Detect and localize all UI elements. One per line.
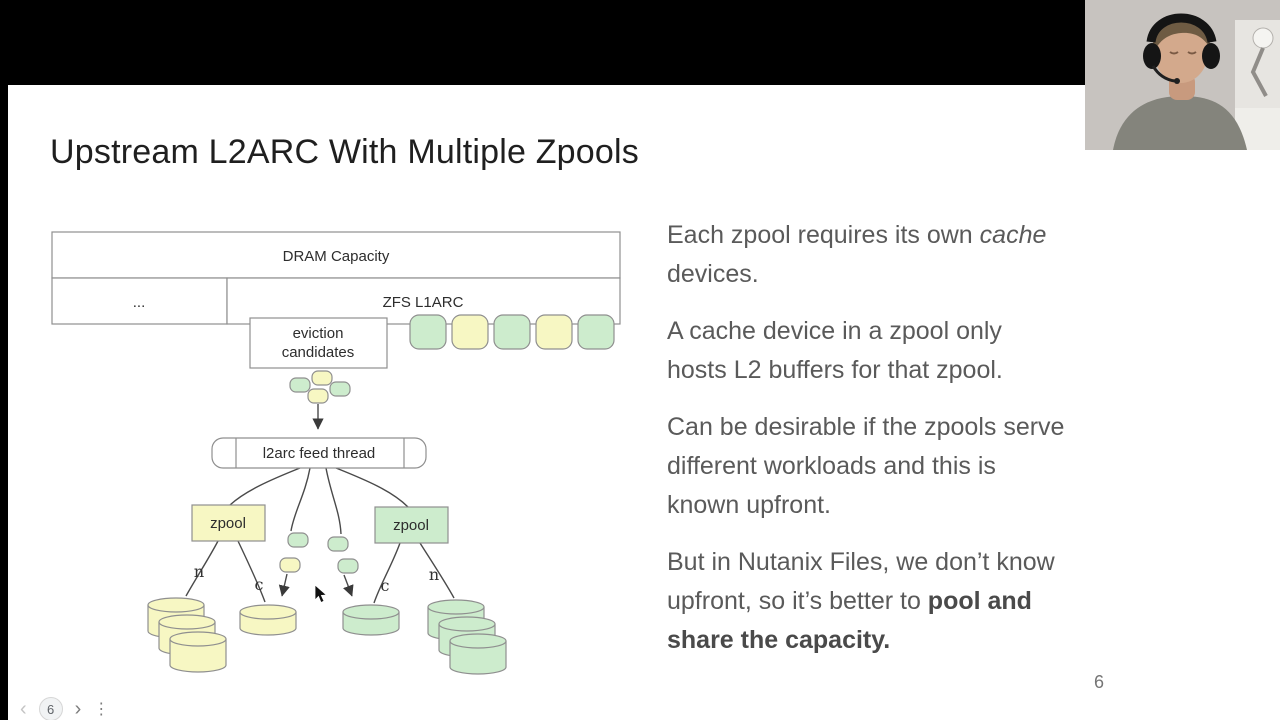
zpool-right-label: zpool bbox=[393, 517, 429, 534]
buffer-square-yellow bbox=[535, 314, 573, 350]
presenter-shirt bbox=[1113, 96, 1247, 150]
paragraph-1: Each zpool requires its own cache device… bbox=[667, 216, 1067, 294]
buffer-blob-yellow bbox=[307, 388, 329, 404]
paragraph-3: Can be desirable if the zpools serve dif… bbox=[667, 413, 1065, 519]
paragraph-1-text: Each zpool requires its own bbox=[667, 221, 980, 249]
lamp-arm bbox=[1250, 47, 1268, 97]
dram-capacity-label: DRAM Capacity bbox=[283, 248, 390, 265]
paragraph-4-bold: pool and share the capacity. bbox=[667, 587, 1032, 654]
buffer-square-green bbox=[409, 314, 447, 350]
edge-label-c-right: c bbox=[381, 576, 390, 595]
eviction-buffer-blobs bbox=[289, 370, 351, 404]
feed-thread-box bbox=[211, 437, 427, 469]
l1arc-buffer-squares bbox=[409, 314, 615, 350]
edge-label-n-right: n bbox=[429, 565, 439, 584]
buffer-blob-green bbox=[287, 532, 309, 548]
buffer-blob-yellow bbox=[279, 557, 301, 573]
headphone-cup-right-icon bbox=[1202, 43, 1220, 69]
cache-device-green bbox=[342, 604, 400, 636]
zpool-left-n-edge bbox=[185, 540, 219, 597]
zpool-left-box bbox=[191, 504, 266, 542]
presenter-illustration bbox=[1085, 0, 1280, 150]
desk-lamp-icon bbox=[1252, 27, 1274, 49]
paragraph-2: A cache device in a zpool only hosts L2 … bbox=[667, 317, 1003, 384]
eviction-candidates-box bbox=[249, 317, 388, 369]
zpool-right-box bbox=[374, 506, 449, 544]
presenter-eyes bbox=[1169, 51, 1197, 55]
next-slide-button[interactable]: › bbox=[74, 698, 82, 720]
zpool-left-c-edge bbox=[237, 540, 266, 603]
buffer-blob-green bbox=[289, 377, 311, 393]
prev-slide-button[interactable]: ‹ bbox=[20, 698, 27, 720]
zpool-right-n-edge bbox=[419, 542, 455, 599]
mic-boom-icon bbox=[1151, 65, 1176, 83]
paragraph-4: But in Nutanix Files, we don’t know upfr… bbox=[667, 543, 1067, 660]
feed-to-zpool-right-edge bbox=[335, 467, 409, 508]
inflight-buffer-blobs bbox=[279, 532, 359, 574]
slide-title: Upstream L2ARC With Multiple Zpools bbox=[50, 133, 639, 171]
buffer-blob-yellow bbox=[311, 370, 333, 386]
feed-thread-label: l2arc feed thread bbox=[263, 445, 376, 462]
buffer-square-yellow bbox=[451, 314, 489, 350]
zpool-left-label: zpool bbox=[210, 515, 246, 532]
buffer-square-green bbox=[577, 314, 615, 350]
eviction-label-line2: candidates bbox=[282, 344, 355, 361]
zpool-right-c-edge bbox=[373, 542, 401, 604]
buffers-to-cache-right-arrow bbox=[343, 574, 354, 597]
cache-device-yellow bbox=[239, 604, 297, 636]
edge-label-c-left: c bbox=[255, 575, 264, 594]
headphones-band-icon bbox=[1146, 13, 1217, 44]
ellipsis-label: ... bbox=[133, 294, 146, 311]
buffer-blob-green bbox=[327, 536, 349, 552]
eviction-label-line1: eviction bbox=[293, 325, 344, 342]
slide-number-button[interactable]: 6 bbox=[38, 697, 63, 720]
paragraph-1-text-end: devices. bbox=[667, 260, 759, 288]
letterbox-top bbox=[0, 0, 1280, 85]
options-menu-button[interactable]: ⋮ bbox=[93, 701, 110, 718]
other-memory-box bbox=[51, 277, 228, 325]
mouse-cursor bbox=[314, 584, 328, 604]
buffer-blob-green bbox=[337, 558, 359, 574]
buffers-to-cache-left-arrow bbox=[278, 573, 290, 597]
disk-stack-right-green bbox=[427, 599, 507, 675]
page-number: 6 bbox=[1093, 672, 1104, 692]
feed-to-zpool-left-edge bbox=[229, 467, 301, 506]
slide-body: Each zpool requires its own cache device… bbox=[667, 216, 1067, 678]
slide-canvas bbox=[8, 85, 1280, 720]
feed-to-buffers-left-edge bbox=[290, 467, 311, 532]
buffer-blob-green bbox=[329, 381, 351, 397]
letterbox-left bbox=[0, 0, 8, 720]
headphone-cup-left-icon bbox=[1143, 43, 1161, 69]
diagram-edges bbox=[185, 404, 455, 604]
paragraph-1-italic: cache bbox=[979, 221, 1047, 249]
feed-to-buffers-right-edge bbox=[325, 467, 342, 535]
mic-tip-icon bbox=[1174, 78, 1180, 84]
feed-thread-node: l2arc feed thread bbox=[211, 437, 427, 469]
zfs-l1arc-label: ZFS L1ARC bbox=[383, 294, 464, 311]
buffer-square-green bbox=[493, 314, 531, 350]
webcam-video bbox=[1085, 0, 1280, 150]
edge-label-n-left: n bbox=[194, 562, 204, 581]
presentation-controls: ‹ 6 › ⋮ bbox=[20, 697, 109, 720]
paragraph-4-text: But in Nutanix Files, we don’t know upfr… bbox=[667, 548, 1055, 615]
disk-stack-left-yellow bbox=[147, 597, 227, 673]
